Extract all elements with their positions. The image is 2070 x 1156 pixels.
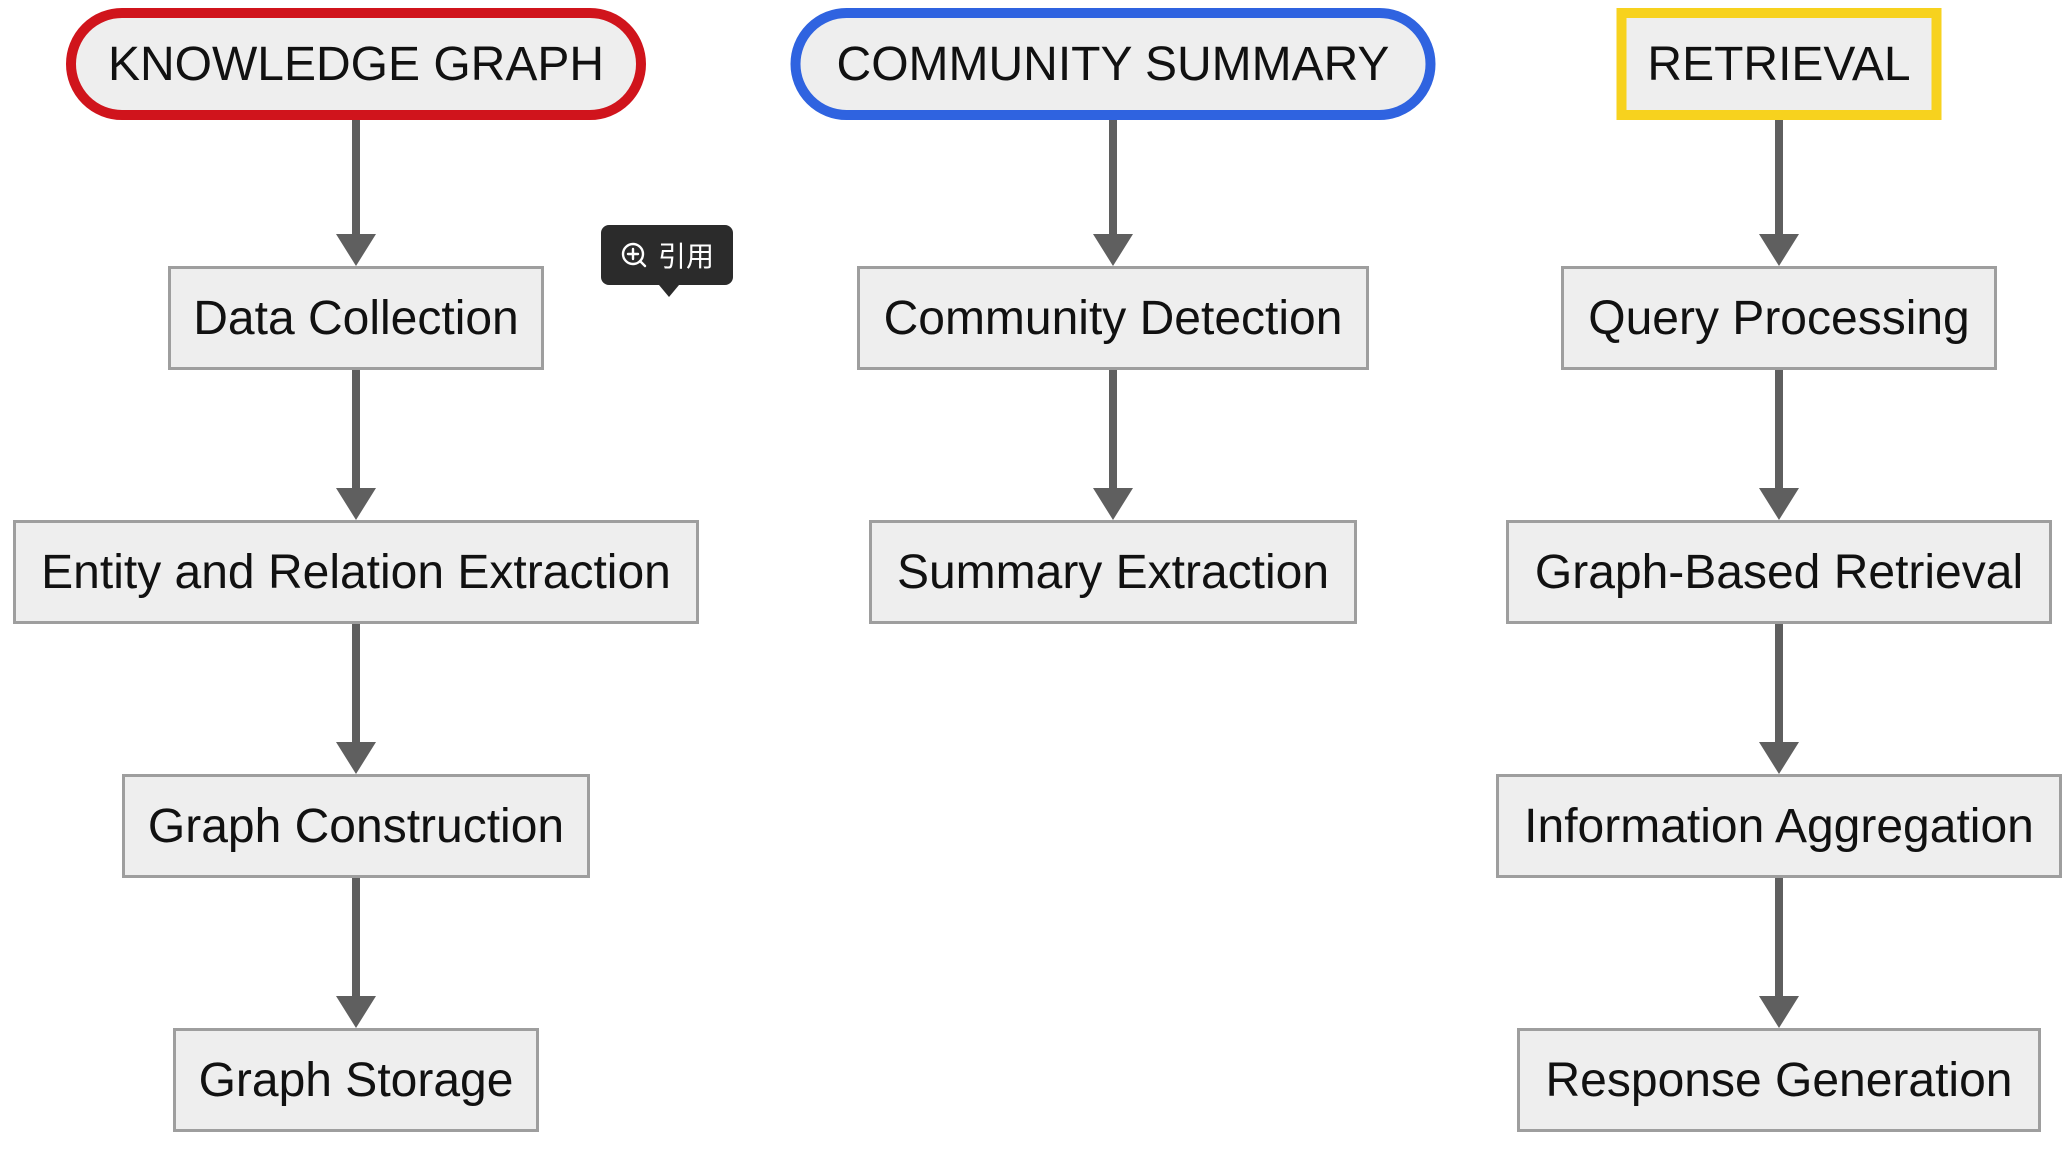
node-community-detection: Community Detection (857, 266, 1369, 370)
node-information-aggregation: Information Aggregation (1496, 774, 2062, 878)
arrow-cs-1 (1093, 120, 1133, 266)
header-community-summary: COMMUNITY SUMMARY (790, 8, 1436, 120)
quote-tooltip-button[interactable]: 引用 (601, 225, 733, 297)
node-graph-based-retrieval: Graph-Based Retrieval (1506, 520, 2052, 624)
arrow-rt-4 (1759, 878, 1799, 1028)
arrow-rt-2 (1759, 370, 1799, 520)
header-knowledge-graph: KNOWLEDGE GRAPH (66, 8, 646, 120)
zoom-plus-icon (621, 242, 647, 268)
node-graph-storage: Graph Storage (173, 1028, 539, 1132)
tooltip-label: 引用 (657, 240, 714, 273)
node-data-collection: Data Collection (168, 266, 544, 370)
arrow-rt-1 (1759, 120, 1799, 266)
node-graph-construction: Graph Construction (122, 774, 590, 878)
header-retrieval: RETRIEVAL (1616, 8, 1942, 120)
node-summary-extraction: Summary Extraction (869, 520, 1357, 624)
node-entity-relation-extraction: Entity and Relation Extraction (13, 520, 699, 624)
arrow-kg-4 (336, 878, 376, 1028)
arrow-kg-1 (336, 120, 376, 266)
arrow-kg-3 (336, 624, 376, 774)
node-query-processing: Query Processing (1561, 266, 1997, 370)
arrow-kg-2 (336, 370, 376, 520)
node-response-generation: Response Generation (1517, 1028, 2041, 1132)
arrow-rt-3 (1759, 624, 1799, 774)
arrow-cs-2 (1093, 370, 1133, 520)
